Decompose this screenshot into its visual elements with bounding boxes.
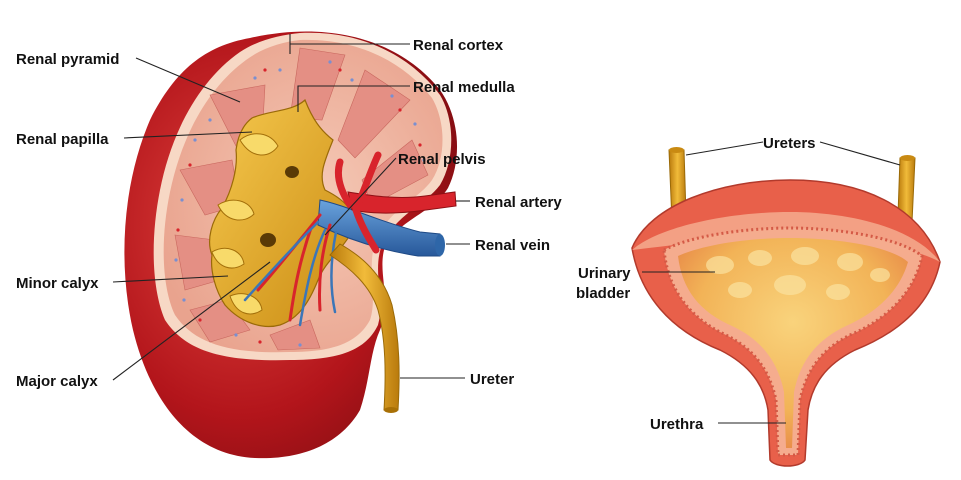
renal-vein-end [435,234,445,256]
leader-major-calyx [112,261,271,381]
renal-artery [347,191,457,214]
label-renal-medulla: Renal medulla [413,79,515,96]
bladder-illustration [631,147,941,467]
cortex-red-dots [176,68,422,344]
label-renal-pyramid: Renal pyramid [16,51,119,68]
label-ureters: Ureters [763,135,816,152]
kidney-illustration [124,31,458,459]
right-ureter-top [900,155,915,161]
label-minor-calyx: Minor calyx [16,275,99,292]
label-ureter: Ureter [470,371,514,388]
label-renal-pelvis: Renal pelvis [398,151,486,168]
leader-minor-calyx [112,275,229,283]
label-renal-papilla: Renal papilla [16,131,109,148]
label-renal-cortex: Renal cortex [413,37,504,54]
label-renal-vein: Renal vein [475,237,550,254]
cortex-vessel-dots [174,60,426,347]
bladder-folds [706,247,890,300]
leader-renal-pelvis [324,157,397,236]
leader-lines [112,34,901,424]
left-ureter-top [669,147,684,153]
labels: Renal cortex Renal pyramid Renal medulla… [16,37,816,433]
label-bladder: bladder [576,285,630,302]
label-renal-artery: Renal artery [475,194,562,211]
ureter [329,243,400,411]
label-urinary: Urinary [578,265,631,282]
leader-renal-medulla [297,85,410,112]
leader-renal-papilla [123,131,253,139]
leader-renal-pyramid [135,57,241,103]
ureter-end [384,407,398,413]
leader-renal-cortex [289,34,410,54]
label-urethra: Urethra [650,416,704,433]
pelvis-opening [285,166,299,178]
leader-ureters-right [819,141,901,166]
leader-ureters-left [685,141,764,156]
label-major-calyx: Major calyx [16,373,98,390]
pelvis-opening [260,233,276,247]
calyx-cups [211,133,279,315]
